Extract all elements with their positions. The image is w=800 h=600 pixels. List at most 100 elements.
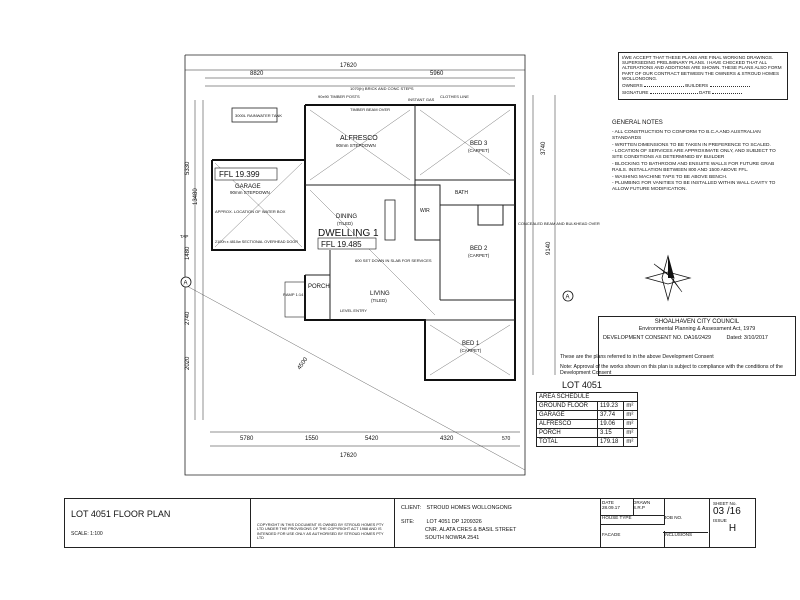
area-value: 19.06: [597, 419, 625, 429]
note-sectional-door: 2100h x 4810w SECTIONAL OVERHEAD DOOR: [215, 240, 298, 244]
area-label: GROUND FLOOR: [535, 401, 599, 411]
site-boundary: [184, 54, 526, 476]
area-label: PORCH: [535, 428, 599, 438]
area-unit: m²: [623, 410, 638, 420]
client-site-cell: CLIENT: STROUD HOMES WOLLONGONG SITE: LO…: [395, 499, 601, 547]
general-note-item: - WRITTEN DIMENSIONS TO BE TAKEN IN PREF…: [612, 142, 771, 148]
note-ramp: RAMP 1:14: [283, 292, 304, 297]
room-wir: WIR: [420, 208, 430, 214]
copyright-cell: COPYRIGHT IN THIS DOCUMENT IS OWNED BY S…: [251, 499, 395, 547]
section-marker-right: A: [562, 290, 574, 302]
dim-top-mid: 5960: [430, 71, 444, 77]
site-label: SITE:: [401, 519, 415, 525]
house-type-label: HOUSE TYPE: [602, 515, 632, 520]
lot-label: LOT 4051: [562, 380, 602, 390]
council-stamp: SHOALHAVEN CITY COUNCIL Environmental Pl…: [598, 316, 796, 376]
dim-left-1: 13480: [193, 188, 199, 205]
plan-scale: SCALE: 1:100: [71, 531, 103, 537]
area-schedule-title: AREA SCHEDULE: [536, 392, 638, 402]
council-act: Environmental Planning & Assessment Act,…: [638, 326, 756, 332]
dim-left-3: 1480: [185, 246, 191, 260]
consent-number: DEVELOPMENT CONSENT NO. DA16/2429: [603, 335, 711, 341]
dim-b3: 5420: [365, 436, 379, 442]
room-bed2: BED 2: [470, 246, 488, 252]
signature-label: SIGNATURE: [622, 90, 649, 96]
area-unit: m²: [623, 428, 638, 438]
date-label: DATE: [699, 90, 711, 96]
room-bed3: BED 3: [470, 141, 488, 147]
plan-title: LOT 4051 FLOOR PLAN: [71, 509, 171, 519]
issue-label: ISSUE: [713, 518, 727, 523]
room-alfresco-sub: 90mm STEPDOWN: [336, 143, 376, 148]
note-timber-beam: TIMBER BEAM OVER: [350, 107, 390, 112]
acceptance-text: I/WE ACCEPT THAT THESE PLANS ARE FINAL W…: [622, 55, 782, 81]
kitchen-island: [384, 199, 396, 241]
area-value: 37.74: [597, 410, 625, 420]
area-value: 179.18: [597, 437, 625, 447]
note-level-entry: LEVEL ENTRY: [340, 308, 367, 313]
dwelling-ffl: FFL 19.485: [321, 240, 362, 249]
client-label: CLIENT:: [401, 505, 422, 511]
dim-left-4: 2740: [185, 311, 191, 325]
area-label: ALFRESCO: [535, 419, 599, 429]
dim-top-left: 8820: [250, 71, 264, 77]
inclusions-label: INCLUSIONS: [664, 532, 693, 537]
dim-b2: 1550: [305, 436, 319, 442]
room-bath: BATH: [455, 190, 468, 196]
client-name: STROUD HOMES WOLLONGONG: [426, 505, 512, 511]
date-label: DATE: [602, 500, 614, 505]
dim-bottom-total: 17620: [340, 453, 357, 459]
sheet-cell: SHEET No. 03 /16 ISSUE H: [709, 499, 755, 547]
issue-value: H: [728, 523, 737, 534]
owners-label: OWNERS: [622, 83, 643, 89]
drawn-value: S.R.P: [633, 505, 645, 510]
svg-text:A: A: [184, 281, 188, 287]
job-no-label: JOB NO.: [664, 515, 683, 520]
general-notes: GENERAL NOTES - ALL CONSTRUCTION TO CONF…: [612, 120, 782, 194]
area-label: TOTAL: [535, 437, 599, 447]
room-living: LIVING: [370, 291, 390, 297]
dim-slant: 4500: [297, 356, 310, 371]
dwelling-title: DWELLING 1: [318, 228, 379, 239]
dim-left-2: 5330: [185, 161, 191, 175]
interior-walls: [305, 105, 515, 321]
room-living-sub: (TILED): [371, 298, 387, 303]
dim-left-5: 2020: [185, 356, 191, 370]
area-unit: m²: [623, 401, 638, 411]
room-porch: PORCH: [308, 284, 330, 290]
general-note-item: - WASHING MACHINE TAPS TO BE ABOVE BENCH…: [612, 174, 728, 180]
dwelling-walls: [211, 104, 516, 381]
facade-label: FACADE: [602, 532, 621, 537]
acceptance-box: I/WE ACCEPT THAT THESE PLANS ARE FINAL W…: [618, 52, 788, 100]
area-unit: m²: [623, 437, 638, 447]
area-unit: m²: [623, 419, 638, 429]
area-value: 119.23: [597, 401, 625, 411]
section-marker-left: A: [180, 276, 192, 288]
note-rainwater: 3000L RAINWATER TANK: [235, 113, 282, 118]
room-bed1: BED 1: [462, 341, 480, 347]
council-referred: These are the plans referred to in the a…: [560, 354, 714, 360]
room-bed3-sub: (CARPET): [468, 148, 490, 153]
date-value: 28.09.17: [602, 505, 620, 510]
site-line1: LOT 4051 DP 1209326: [426, 519, 482, 525]
ramp: [284, 281, 306, 318]
dim-b1: 5780: [240, 436, 254, 442]
room-garage: GARAGE: [235, 184, 261, 190]
drawn-label: DRAWN: [633, 500, 651, 505]
site-line3: SOUTH NOWRA 2541: [425, 535, 480, 541]
dim-top-total: 17620: [340, 63, 357, 69]
general-note-item: - BLOCKING TO BATHROOM AND ENSUITE WALLS…: [612, 161, 775, 173]
room-dining-sub: (TILED): [337, 221, 353, 226]
area-schedule: AREA SCHEDULE GROUND FLOOR 119.23 m² GAR…: [535, 392, 638, 448]
general-notes-title: GENERAL NOTES: [612, 120, 663, 126]
council-name: SHOALHAVEN CITY COUNCIL: [654, 319, 740, 325]
title-cell: LOT 4051 FLOOR PLAN SCALE: 1:100: [65, 499, 251, 547]
room-dining: DINING: [336, 214, 357, 220]
consent-date: Dated: 3/10/2017: [726, 335, 768, 341]
note-tap: TAP: [180, 234, 188, 239]
svg-text:A: A: [566, 295, 570, 301]
rainwater-tank: [231, 107, 278, 123]
note-clothes-line: CLOTHES LINE: [440, 94, 469, 99]
title-block: LOT 4051 FLOOR PLAN SCALE: 1:100 COPYRIG…: [64, 498, 756, 548]
